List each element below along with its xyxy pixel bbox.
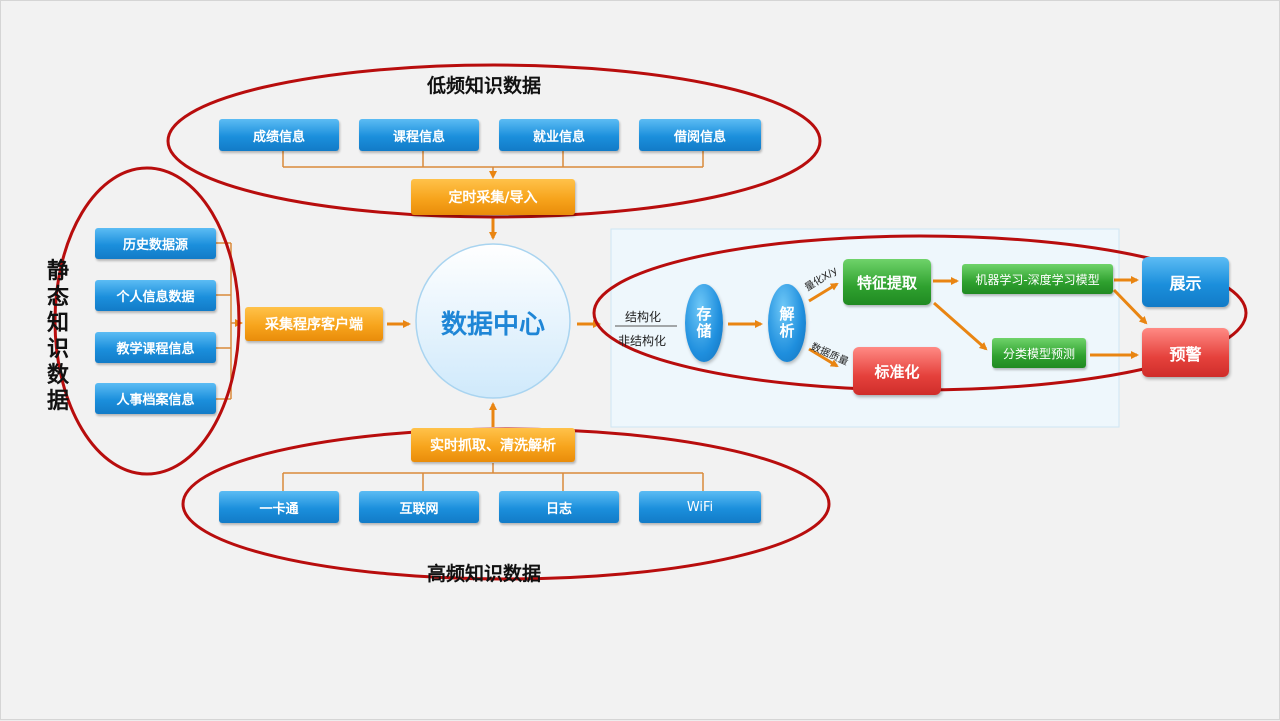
source-employment-info[interactable]: 就业信息: [499, 119, 619, 151]
collector-realtime-crawl[interactable]: 实时抓取、清洗解析: [411, 428, 575, 462]
data-center-circle: [415, 243, 571, 399]
collector-client[interactable]: 采集程序客户端: [245, 307, 383, 341]
low-freq-connectors: [282, 151, 704, 179]
display-box[interactable]: 展示: [1142, 257, 1229, 307]
pipeline-arrows: [728, 276, 1148, 368]
ml-model-box[interactable]: 机器学习-深度学习模型: [962, 264, 1113, 294]
source-personal[interactable]: 个人信息数据: [95, 280, 216, 311]
unstructured-label: 非结构化: [618, 334, 667, 348]
source-campus-card[interactable]: 一卡通: [219, 491, 339, 523]
static-title: 静态知识数据: [46, 259, 69, 414]
low-freq-title: 低频知识数据: [427, 75, 542, 97]
classify-model-box[interactable]: 分类模型预测: [992, 338, 1086, 368]
standardize-box[interactable]: 标准化: [853, 347, 941, 395]
warning-box[interactable]: 预警: [1142, 328, 1229, 377]
source-hr-archive[interactable]: 人事档案信息: [95, 383, 216, 414]
source-log[interactable]: 日志: [499, 491, 619, 523]
source-wifi[interactable]: WiFi: [639, 491, 761, 523]
source-teaching-course[interactable]: 教学课程信息: [95, 332, 216, 363]
feature-extraction-box[interactable]: 特征提取: [843, 259, 931, 305]
ring-low-freq: [166, 63, 822, 219]
storage-label: 存储: [696, 305, 712, 340]
source-grade-info[interactable]: 成绩信息: [219, 119, 339, 151]
source-course-info[interactable]: 课程信息: [359, 119, 479, 151]
static-connectors: [216, 242, 243, 400]
source-borrow-info[interactable]: 借阅信息: [639, 119, 761, 151]
storage-node[interactable]: 存储: [685, 284, 723, 362]
parse-label: 解析: [779, 305, 795, 340]
source-internet[interactable]: 互联网: [359, 491, 479, 523]
high-freq-title: 高频知识数据: [427, 563, 542, 585]
collector-scheduled-import[interactable]: 定时采集/导入: [411, 179, 575, 215]
high-freq-connectors: [282, 463, 704, 491]
parse-node[interactable]: 解析: [768, 284, 806, 362]
source-history[interactable]: 历史数据源: [95, 228, 216, 259]
structured-label: 结构化: [625, 310, 662, 324]
ring-static: [53, 166, 241, 476]
data-center-label: 数据中心: [440, 310, 545, 340]
